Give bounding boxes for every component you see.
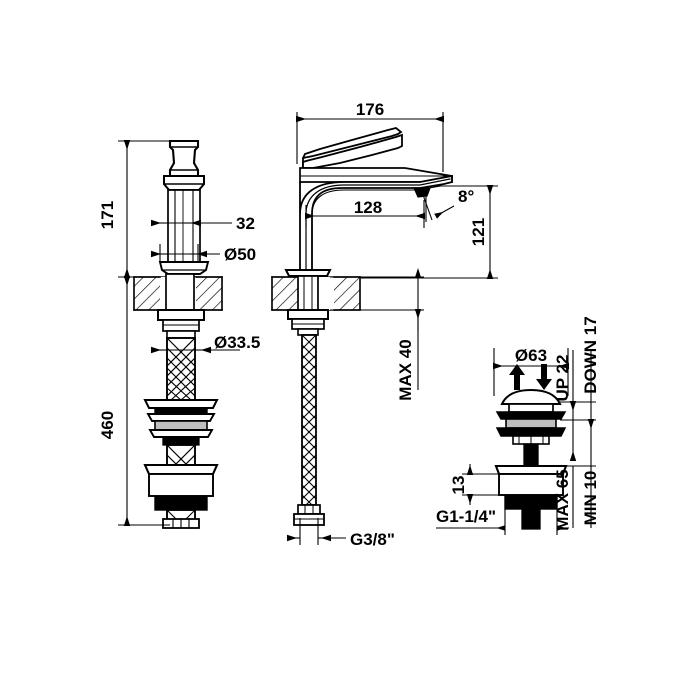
dim-g38-label: G3/8" — [350, 530, 395, 549]
upper-rod-body — [167, 189, 201, 263]
dim-8deg-label: 8° — [458, 187, 474, 206]
dim-128-label: 128 — [354, 198, 382, 217]
dim-13 — [462, 464, 505, 505]
dim-128 — [305, 200, 425, 228]
dim-down17-label: DOWN 17 — [581, 316, 600, 393]
knob-collar — [163, 175, 205, 191]
flexible-hose-center — [301, 334, 317, 506]
view-basin-mixer — [271, 127, 453, 526]
dim-min10-label: MIN 10 — [581, 471, 600, 526]
waste-stem — [523, 443, 539, 467]
view-click-clack-waste — [494, 388, 568, 530]
waste-travel-arrows — [509, 364, 552, 390]
braided-hose-mid-left — [166, 444, 196, 466]
waste-lower-body-left — [143, 463, 219, 511]
mixer-base-flange — [284, 269, 332, 311]
dim-121-label: 121 — [469, 218, 488, 246]
waste-seal-stack — [495, 403, 567, 445]
mixer-top-plate — [299, 167, 453, 183]
dim-left-vertical — [118, 140, 172, 526]
arrow-up-icon — [509, 364, 525, 390]
dim-32-label: 32 — [236, 214, 255, 233]
dim-max65-min10 — [569, 420, 592, 528]
dim-max40 — [330, 268, 424, 390]
waste-upper-seal-left — [143, 399, 219, 446]
mixer-lever-handle — [301, 127, 403, 169]
dim-171-label: 171 — [98, 201, 117, 229]
dim-up22-label: UP 22 — [553, 355, 572, 402]
mixer-spout — [299, 174, 453, 271]
dim-d335-label: Ø33.5 — [214, 333, 260, 352]
dim-176-label: 176 — [356, 100, 384, 119]
dim-d63 — [493, 348, 569, 396]
dim-g114 — [436, 509, 569, 535]
dim-460-label: 460 — [98, 411, 117, 439]
waste-lower-body-right — [494, 464, 568, 530]
dim-13-label: 13 — [449, 476, 468, 495]
dim-d50 — [151, 244, 220, 262]
view-pop-up-waste-assembly — [133, 139, 223, 529]
braided-hose-tail-left — [162, 509, 200, 529]
hose-end-connector — [293, 504, 325, 526]
dim-8deg — [421, 190, 455, 222]
dim-g114-label: G1-1/4" — [436, 507, 496, 526]
shank-through-counter-left — [165, 273, 195, 313]
counter-flange-left — [158, 261, 210, 275]
pop-up-knob-head — [168, 139, 200, 178]
dim-max40-label: MAX 40 — [396, 339, 415, 400]
braided-hose-upper-left — [166, 337, 196, 401]
arrow-down-icon — [536, 364, 552, 390]
dim-176 — [296, 112, 444, 172]
dim-d63-label: Ø63 — [515, 346, 547, 365]
dim-121 — [360, 185, 498, 279]
dim-g38 — [287, 518, 346, 545]
dim-max65-label: MAX 65 — [553, 469, 572, 530]
dim-d50-label: Ø50 — [224, 245, 256, 264]
